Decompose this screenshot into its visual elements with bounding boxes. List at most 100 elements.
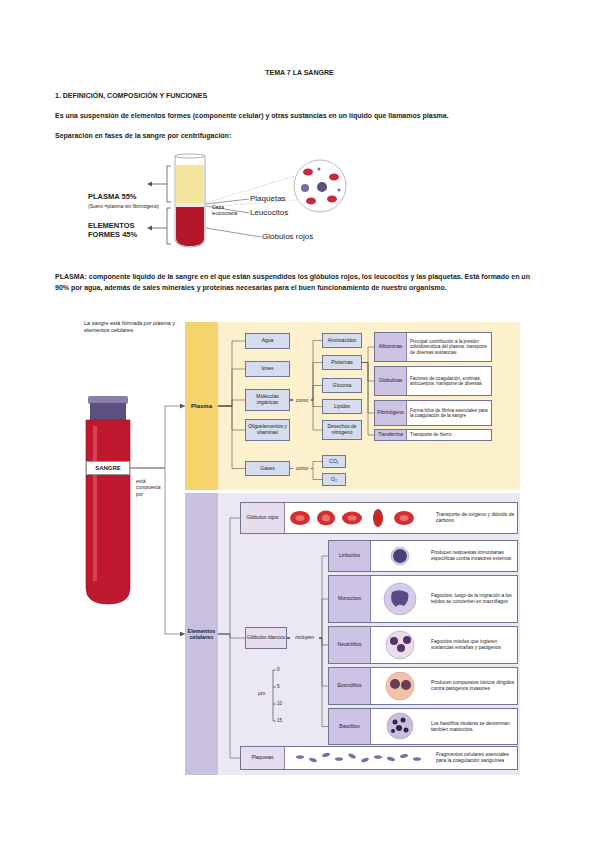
connector: [218, 634, 240, 758]
cell-row: Glóbulos rojosTransporte de oxígeno y di…: [240, 502, 518, 534]
node-text: Proteínas: [331, 360, 352, 366]
node-text: Iones: [261, 366, 273, 372]
body-text: PLASMA: componente líquido de la sangre …: [55, 272, 545, 294]
cell-row: LinfocitosProducen respuestas inmunitari…: [328, 540, 518, 572]
gas-box: CO₂: [322, 455, 346, 468]
connector: [362, 363, 374, 414]
tube-label: SANGRE: [86, 461, 130, 475]
figure-label: Capa leucocitaria: [212, 204, 246, 217]
node-text: Glóbulos blancos: [247, 635, 285, 641]
row-heading: Linfocitos: [329, 541, 371, 571]
node-text: Glucosa: [333, 383, 351, 389]
figure-label: Plaquetas: [250, 194, 310, 204]
protein-row: AlbúminasPrincipal contribución a la pre…: [374, 332, 492, 362]
component-box: Oligoelementos y vitaminas: [245, 419, 290, 441]
node-text: Lípidos: [334, 404, 350, 410]
test-tube: [175, 156, 205, 247]
row-heading: Fibrinógeno: [375, 401, 407, 425]
row-description: Los basófilos tisulares se denominan tam…: [431, 709, 517, 744]
row-heading: Globulinas: [375, 367, 407, 395]
row-description: Principal contribución a la presión colo…: [410, 333, 491, 361]
molecule-box: Glucosa: [322, 378, 362, 393]
row-description: Forma hilos de fibrina esenciales para l…: [410, 401, 491, 425]
row-heading: Albúminas: [375, 333, 407, 361]
cell-row: NeutrófilosFagocitos móviles que ingiere…: [328, 626, 518, 664]
connector: [287, 556, 328, 638]
plasma-band: [185, 322, 520, 490]
row-heading: Monocitos: [329, 576, 371, 622]
protein-row: GlobulinasFactores de coagulación, enzim…: [374, 366, 492, 396]
connector-word: está compuesta por: [136, 478, 163, 497]
row-description: Fragmentos celulares esenciales para la …: [436, 747, 516, 769]
connector-word: incluyen: [290, 634, 319, 640]
red-cell: [327, 196, 337, 203]
component-box: Moléculas orgánicas: [245, 389, 290, 411]
connector-word: como: [293, 465, 311, 471]
scale-bar: [273, 670, 276, 721]
leader-line: [206, 199, 261, 237]
protein-row: TransferrinaTransporte de hierro: [374, 429, 492, 441]
row-heading: Glóbulos rojos: [241, 503, 285, 533]
gas-box: O₂: [322, 473, 346, 486]
figure-label: PLASMA 55%: [88, 192, 168, 201]
tube-rim: [175, 154, 205, 158]
molecule-box: Desechos de nitrógeno: [322, 420, 362, 440]
bracket: [151, 166, 171, 202]
buffy-coat: [176, 203, 204, 207]
scale-number: 0: [277, 667, 289, 673]
cell-row: Basófilos Los basófilos tisulares se deno…: [328, 708, 518, 745]
connector: [130, 468, 185, 634]
figure-label: Glóbulos rojos: [262, 232, 332, 242]
cell-row: Monocitos Fagocitos; luego de la migració…: [328, 575, 518, 623]
scale-unit: µm: [258, 690, 270, 696]
white-cell: [301, 184, 309, 192]
node-text: Agua: [262, 338, 274, 344]
bracket: [151, 208, 171, 244]
connector: [362, 363, 374, 382]
tube-red-cells: [176, 207, 204, 246]
category-column: Plasma: [185, 322, 218, 490]
platelet: [318, 168, 321, 171]
node-text: Plasma: [191, 403, 212, 410]
node-text: CO₂: [329, 459, 338, 465]
component-box: Iones: [245, 361, 290, 377]
white-cell: [317, 182, 327, 192]
blood-tube: [86, 420, 130, 604]
connector: [218, 400, 245, 406]
molecule-box: Lípidos: [322, 399, 362, 414]
component-box: Gases: [245, 461, 290, 476]
arrow-head: [147, 182, 152, 187]
tube-plasma: [176, 165, 204, 203]
connector: [218, 369, 245, 406]
node-text: Oligoelementos y vitaminas: [246, 424, 289, 436]
protein-row: FibrinógenoForma hilos de fibrina esenci…: [374, 400, 492, 426]
connector: [290, 363, 322, 401]
cell-row: Plaquetas Fragmentos celulares esenciales…: [240, 746, 518, 770]
node-text: SANGRE: [95, 465, 121, 472]
figure-label: Leucocitos: [250, 208, 310, 218]
row-description: Fagocitos móviles que ingieren sustancia…: [431, 627, 517, 663]
molecule-box: Proteínas: [322, 355, 362, 370]
connector: [218, 634, 245, 638]
scale-number: 15: [277, 718, 289, 724]
row-heading: Basófilos: [329, 709, 371, 744]
figure-note: (Suero =plasma sin fibrinógeno): [88, 203, 178, 209]
connector-word: como: [293, 397, 311, 403]
connector: [218, 518, 240, 634]
molecule-box: Aminoácidos: [322, 333, 362, 348]
connector: [290, 400, 322, 430]
tube-highlight: [93, 426, 97, 581]
connector: [218, 406, 245, 469]
connector: [287, 599, 328, 638]
connector: [290, 341, 322, 401]
connector: [287, 638, 328, 727]
row-description: Factores de coagulación, enzimas, anticu…: [410, 367, 491, 395]
figure-label: ELEMENTOS FORMES 45%: [88, 221, 143, 240]
connector: [130, 406, 185, 468]
row-heading: Plaquetas: [241, 747, 285, 769]
body-text: Es una suspensión de elementos formes (c…: [55, 112, 555, 121]
row-description: Fagocitos; luego de la migración a los t…: [431, 576, 517, 622]
page-title: TEMA 7 LA SANGRE: [0, 69, 599, 76]
magnified-view: [294, 160, 346, 212]
row-heading: Eosinófilos: [329, 668, 371, 704]
